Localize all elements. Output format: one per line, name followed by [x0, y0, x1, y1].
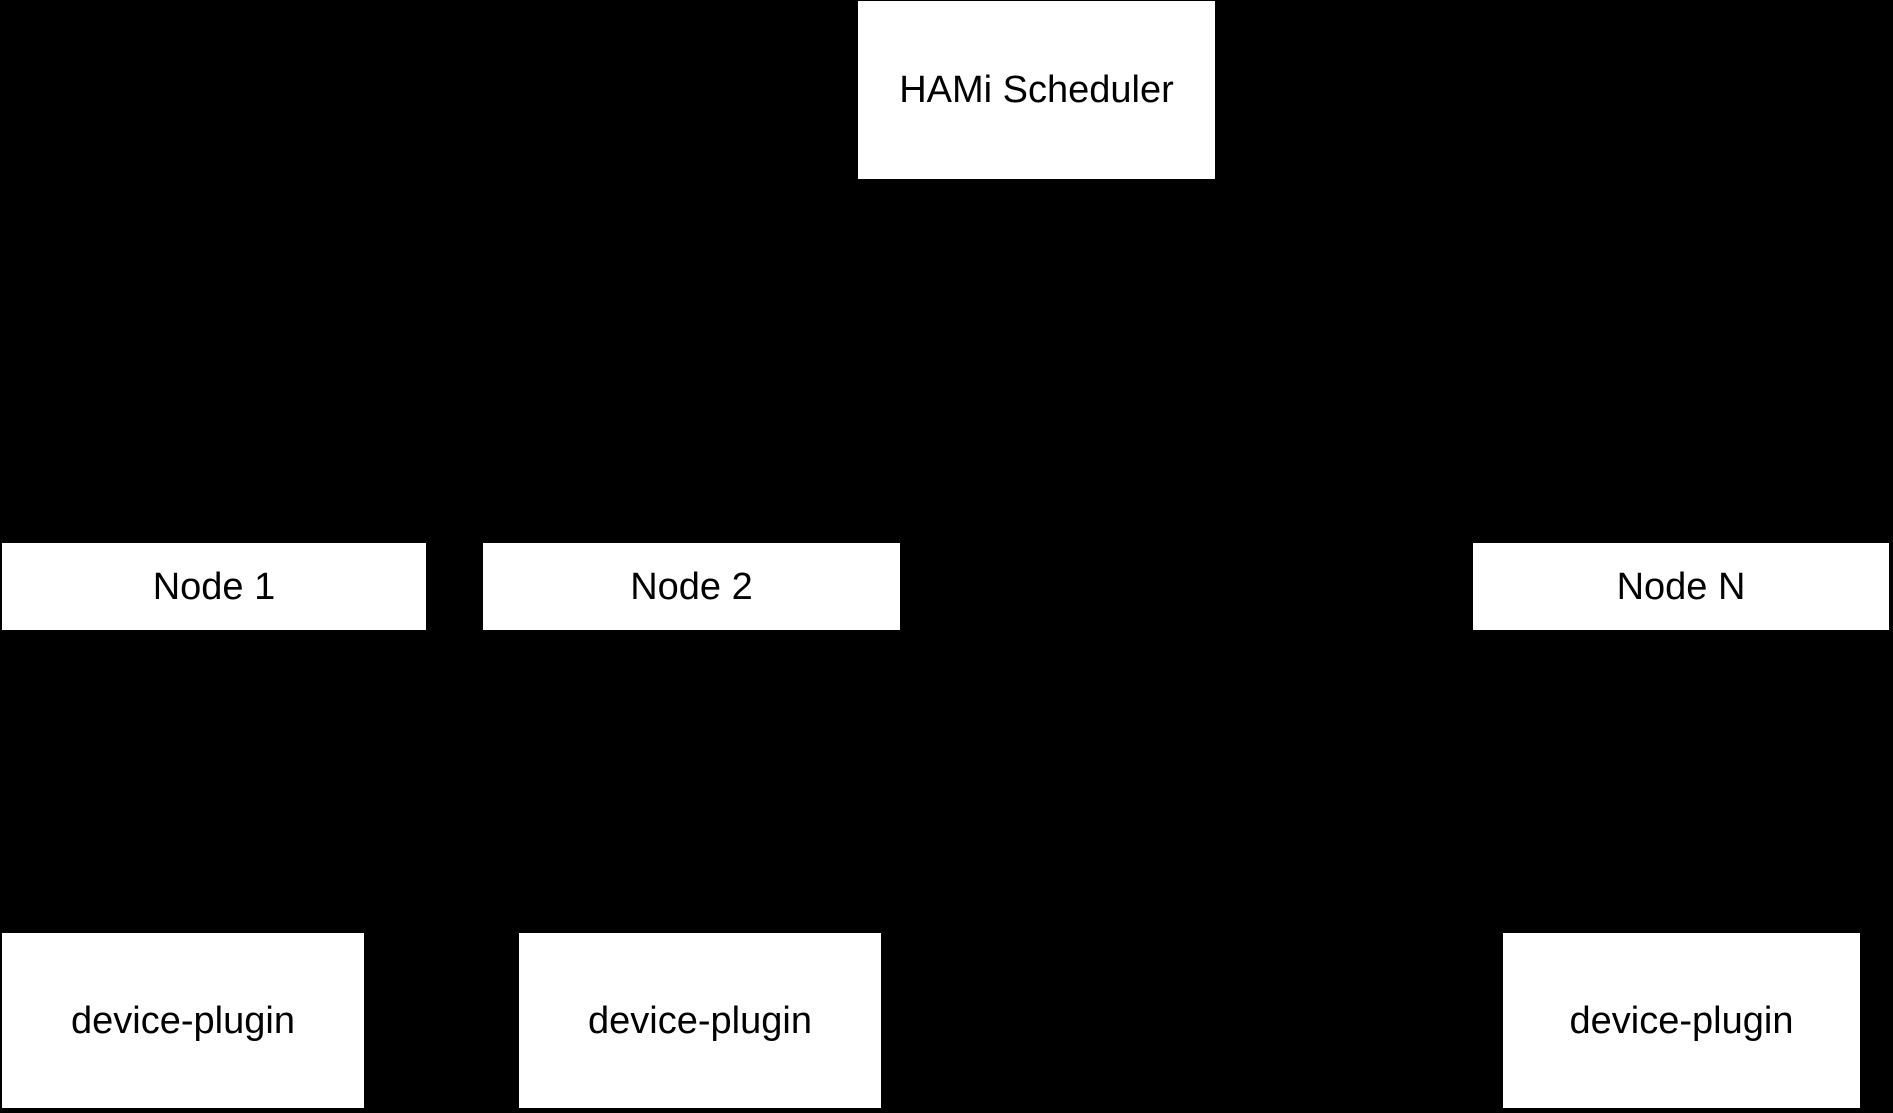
- device-plugin-label-3: device-plugin: [1569, 999, 1794, 1042]
- node-2-box: Node 2: [483, 543, 900, 630]
- hami-scheduler-box: HAMi Scheduler: [858, 1, 1215, 179]
- node-1-box: Node 1: [2, 543, 426, 630]
- device-plugin-label-2: device-plugin: [588, 999, 812, 1042]
- device-plugin-box-1: device-plugin: [2, 933, 364, 1108]
- hami-scheduler-label: HAMi Scheduler: [899, 69, 1174, 111]
- device-plugin-box-2: device-plugin: [519, 933, 881, 1108]
- node-n-box: Node N: [1473, 543, 1889, 630]
- node-1-label: Node 1: [152, 565, 276, 608]
- node-n-label: Node N: [1616, 565, 1746, 608]
- device-plugin-label-1: device-plugin: [71, 999, 295, 1042]
- device-plugin-box-3: device-plugin: [1503, 933, 1860, 1108]
- node-2-label: Node 2: [630, 565, 753, 608]
